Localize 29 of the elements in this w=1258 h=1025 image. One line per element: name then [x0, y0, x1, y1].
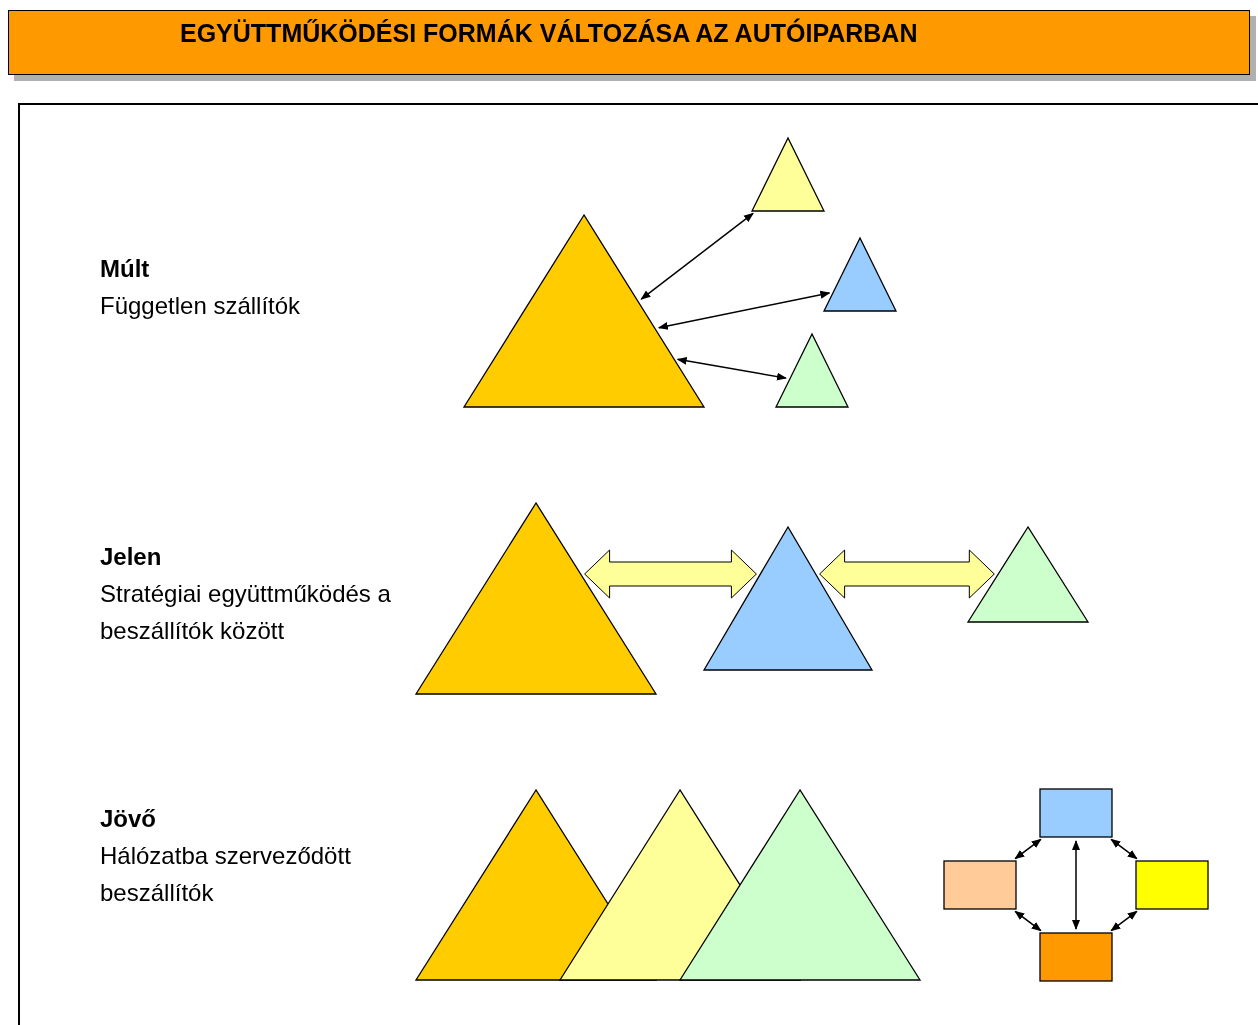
- block-arrow: [584, 549, 757, 599]
- triangle-shape: [463, 214, 705, 408]
- triangle-shape: [751, 137, 825, 212]
- double-arrow: [1072, 840, 1080, 930]
- triangle-shape: [967, 526, 1089, 623]
- double-arrow: [657, 290, 831, 330]
- triangle-shape: [703, 526, 873, 671]
- double-arrow: [1014, 910, 1042, 932]
- double-arrow: [1110, 910, 1138, 932]
- section-heading: Jelen: [100, 542, 163, 572]
- rectangle-shape: [943, 860, 1017, 910]
- triangle-shape: [415, 502, 657, 695]
- section-description: Független szállítók: [100, 291, 302, 321]
- double-arrow: [1014, 838, 1042, 860]
- double-arrow: [1110, 838, 1138, 860]
- block-arrow: [819, 549, 995, 599]
- title: EGYÜTTMŰKÖDÉSI FORMÁK VÁLTOZÁSA AZ AUTÓIPARBAN: [180, 19, 918, 48]
- triangle-shape: [775, 333, 849, 408]
- triangle-shape: [679, 789, 921, 981]
- rectangle-shape: [1039, 788, 1113, 838]
- section-description: Stratégiai együttműködés a beszállítók között: [100, 579, 392, 646]
- section-description: Hálózatba szerveződött beszállítók: [100, 841, 352, 908]
- section-heading: Múlt: [100, 254, 151, 284]
- rectangle-shape: [1135, 860, 1209, 910]
- section-heading: Jövő: [100, 804, 157, 834]
- double-arrow: [640, 212, 754, 300]
- rectangle-shape: [1039, 932, 1113, 982]
- triangle-shape: [823, 237, 897, 312]
- double-arrow: [676, 356, 787, 381]
